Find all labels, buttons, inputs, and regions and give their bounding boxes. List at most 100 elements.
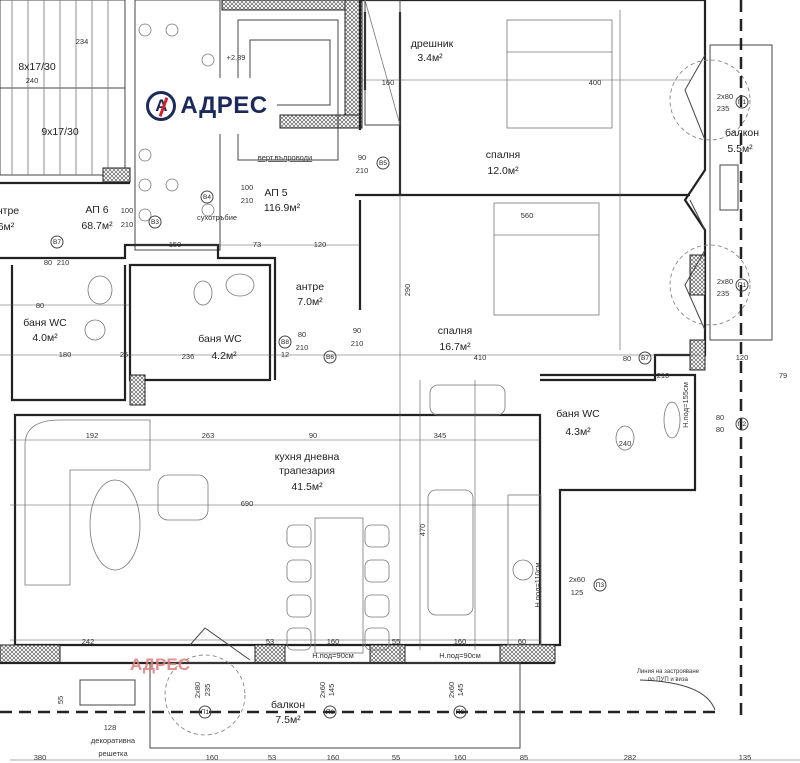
room-area: 7.5м²	[275, 714, 301, 726]
svg-text:В6: В6	[326, 354, 334, 361]
logo-mark-icon: A	[146, 91, 177, 121]
bathroom-fixtures	[84, 273, 681, 451]
bed	[493, 19, 613, 316]
room-area: 4.3м²	[565, 426, 591, 438]
room-name: антре	[296, 281, 324, 293]
door-marker: В7 80 210	[44, 235, 70, 267]
svg-text:П1: П1	[738, 282, 747, 289]
decor-note: декоративна	[91, 736, 136, 745]
svg-text:120: 120	[736, 353, 749, 362]
room-area: 7.0м²	[297, 296, 323, 308]
building-line-note: Линия на застрояване	[637, 669, 700, 675]
svg-text:25: 25	[120, 350, 128, 359]
dry-riser-note: сухотръбие	[197, 213, 237, 222]
svg-text:В4: В4	[203, 194, 211, 201]
room-bath-2: баня WC 4.3м²	[556, 408, 600, 438]
svg-text:400: 400	[589, 78, 602, 87]
watermark: АДРЕС	[130, 655, 190, 674]
svg-text:2х80: 2х80	[193, 682, 202, 698]
room-living: кухня дневна трапезария 41.5м²	[275, 451, 340, 493]
room-name: дрешник	[411, 38, 454, 50]
room-hall-left: нтре 6м²	[0, 205, 19, 233]
apartment-name: АП 5	[264, 187, 287, 199]
svg-text:100: 100	[241, 183, 254, 192]
svg-text:160: 160	[454, 753, 467, 762]
svg-text:2х80: 2х80	[717, 277, 733, 286]
room-bedroom-1: спалня 12.0м²	[486, 149, 520, 177]
svg-text:П1: П1	[738, 99, 747, 106]
decor-note: решетка	[98, 749, 128, 758]
room-area: 6м²	[0, 221, 15, 233]
level-mark: +2.89	[227, 53, 246, 62]
room-area: 41.5м²	[291, 481, 323, 493]
svg-text:210: 210	[57, 258, 70, 267]
svg-text:П6: П6	[456, 709, 465, 716]
svg-text:160: 160	[206, 753, 219, 762]
dimension-labels: 234 240 160 400 560 410 263 90 345 690 2…	[26, 37, 787, 762]
svg-text:242: 242	[82, 637, 95, 646]
apartment-area: 68.7м²	[81, 220, 113, 232]
svg-text:690: 690	[241, 499, 254, 508]
svg-text:79: 79	[779, 371, 787, 380]
svg-text:2х80: 2х80	[717, 92, 733, 101]
svg-text:145: 145	[456, 684, 465, 697]
svg-text:2х60: 2х60	[318, 682, 327, 698]
svg-text:60: 60	[518, 637, 526, 646]
svg-text:160: 160	[327, 637, 340, 646]
svg-text:53: 53	[266, 637, 274, 646]
svg-text:П2: П2	[738, 421, 747, 428]
svg-text:180: 180	[59, 350, 72, 359]
svg-text:410: 410	[474, 353, 487, 362]
room-bath-1: баня WC 236 4.2м²	[182, 333, 242, 362]
dimension: 236	[182, 352, 195, 361]
room-area: 4.0м²	[32, 332, 58, 344]
svg-text:240: 240	[26, 76, 39, 85]
room-balcony-1: балкон 5.5м²	[725, 127, 759, 155]
balcony-bottom	[79, 627, 521, 749]
svg-text:240: 240	[619, 439, 632, 448]
sill-note: Н.под=90см	[312, 651, 354, 660]
room-area: 4.2м²	[211, 350, 237, 362]
room-area: 16.7м²	[439, 341, 471, 353]
svg-text:234: 234	[76, 37, 89, 46]
svg-text:90: 90	[353, 326, 361, 335]
svg-text:80: 80	[716, 413, 724, 422]
vertical-pipes-note: верт.вълроводи	[258, 153, 312, 162]
svg-text:120: 120	[314, 240, 327, 249]
svg-text:80: 80	[44, 258, 52, 267]
svg-text:560: 560	[521, 211, 534, 220]
staircase	[0, 0, 131, 185]
svg-text:125: 125	[571, 588, 584, 597]
room-area: 3.4м²	[417, 52, 443, 64]
svg-text:290: 290	[403, 284, 412, 297]
svg-text:В5: В5	[379, 160, 387, 167]
svg-text:80: 80	[36, 301, 44, 310]
living-furniture	[24, 384, 542, 654]
svg-text:73: 73	[253, 240, 261, 249]
svg-text:128: 128	[104, 723, 117, 732]
agency-logo: A АДРЕС	[137, 78, 277, 134]
room-closet: дрешник 3.4м²	[411, 38, 454, 64]
room-hall: антре 7.0м²	[296, 281, 324, 308]
svg-text:В7: В7	[53, 239, 61, 246]
svg-text:263: 263	[202, 431, 215, 440]
room-name: нтре	[0, 205, 19, 217]
svg-text:380: 380	[34, 753, 47, 762]
room-name: кухня дневна	[275, 451, 340, 463]
svg-text:П1: П1	[201, 709, 210, 716]
sill-note: Н.под=155см	[681, 382, 690, 428]
svg-text:210: 210	[657, 371, 670, 380]
svg-text:192: 192	[86, 431, 99, 440]
building-line-note: по ПУП и виза	[648, 677, 689, 683]
sill-note: Н.под=90см	[439, 651, 481, 660]
